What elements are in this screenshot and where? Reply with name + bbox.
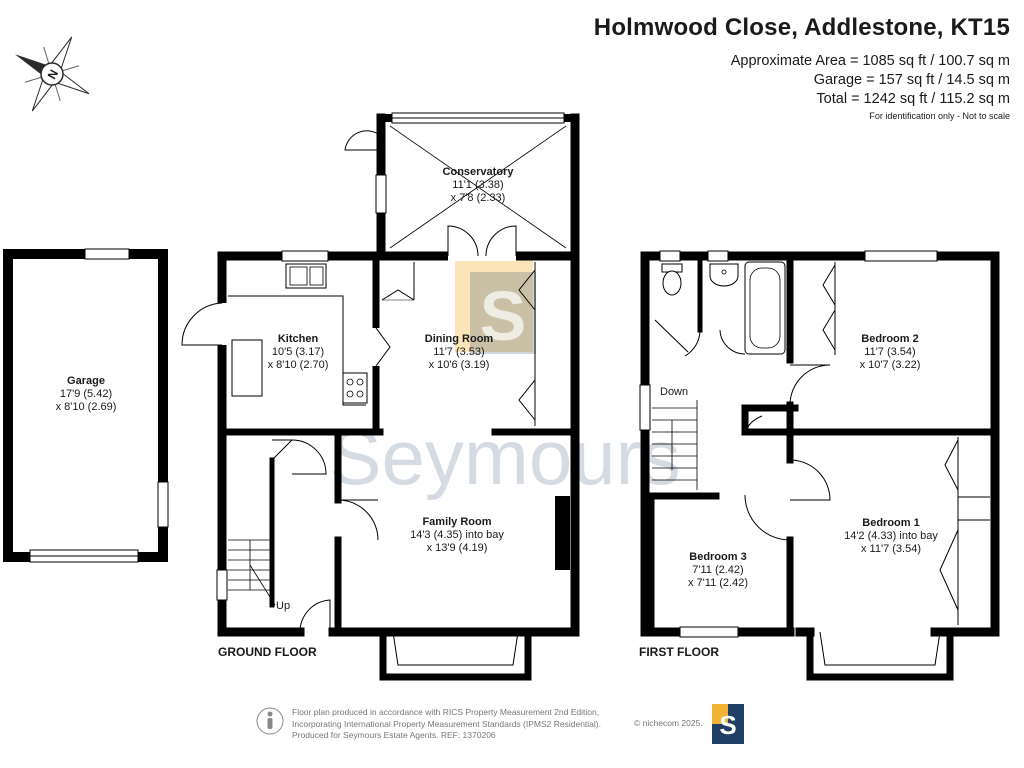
bathroom-window	[707, 250, 729, 262]
compass-center	[40, 62, 64, 86]
footer-copyright: © nichecom 2025.	[634, 718, 703, 728]
room-dining-dim1: 11'7 (3.53)	[433, 346, 484, 358]
room-dining: Dining Room 11'7 (3.53) x 10'6 (3.19)	[425, 333, 494, 371]
room-garage-name: Garage	[67, 375, 105, 387]
room-conservatory-dim2: x 7'8 (2.33)	[451, 192, 506, 204]
room-dining-dim2: x 10'6 (3.19)	[429, 359, 490, 371]
room-conservatory: Conservatory 11'1 (3.38) x 7'8 (2.33)	[443, 166, 515, 204]
room-family: Family Room 14'3 (4.35) into bay x 13'9 …	[410, 516, 504, 554]
kitchen-hob	[342, 372, 368, 404]
garage-area: Garage = 157 sq ft / 14.5 sq m	[813, 72, 1010, 88]
ground-stairs	[228, 539, 276, 606]
seymours-logo: S	[712, 704, 744, 744]
rics-badge-icon	[256, 707, 284, 735]
bedroom1-bay-window	[806, 632, 954, 681]
room-garage-dim2: x 8'10 (2.69)	[56, 401, 117, 413]
ground-floor-walls	[217, 113, 580, 637]
first-floor-label: FIRST FLOOR	[639, 645, 719, 659]
bathroom-door	[719, 329, 746, 355]
stairs-down-label: Down	[660, 386, 688, 398]
ground-floor-label: GROUND FLOOR	[218, 645, 317, 659]
first-floor-walls	[640, 251, 1000, 637]
room-bedroom3-name: Bedroom 3	[689, 551, 746, 563]
room-kitchen-dim1: 10'5 (3.17)	[272, 346, 324, 358]
watermark-text: Seymours	[329, 413, 680, 501]
room-bedroom2: Bedroom 2 11'7 (3.54) x 10'7 (3.22)	[860, 333, 921, 371]
room-bedroom3-dim1: 7'11 (2.42)	[692, 564, 743, 576]
bathtub	[744, 261, 786, 355]
bedroom3-door	[744, 494, 791, 541]
room-kitchen-name: Kitchen	[278, 333, 319, 345]
room-kitchen: Kitchen 10'5 (3.17) x 8'10 (2.70)	[268, 333, 329, 371]
room-dining-name: Dining Room	[425, 333, 494, 345]
room-family-name: Family Room	[422, 516, 491, 528]
room-garage-dim1: 17'9 (5.42)	[60, 388, 112, 400]
room-bedroom3-dim2: x 7'11 (2.42)	[688, 577, 748, 589]
conservatory-side-window	[375, 174, 387, 214]
room-bedroom1-dim2: x 11'7 (3.54)	[861, 543, 921, 555]
room-bedroom1: Bedroom 1 14'2 (4.33) into bay x 11'7 (3…	[844, 517, 938, 555]
watermark-logo-navy	[470, 272, 536, 354]
room-bedroom2-dim2: x 10'7 (3.22)	[860, 359, 921, 371]
garage-window	[84, 248, 130, 260]
room-garage: Garage 17'9 (5.42) x 8'10 (2.69)	[56, 375, 117, 413]
footer-line-2: Incorporating International Property Mea…	[292, 718, 601, 729]
dining-cupboard	[381, 289, 415, 301]
kitchen-worktop	[228, 295, 366, 406]
room-family-dim1: 14'3 (4.35) into bay	[410, 529, 504, 541]
wash-basin	[709, 263, 739, 287]
wc-toilet	[662, 270, 682, 296]
room-bedroom1-dim1: 14'2 (4.33) into bay	[844, 530, 938, 542]
footer-line-1: Floor plan produced in accordance with R…	[292, 707, 600, 717]
wc-door	[684, 329, 701, 357]
hall-window	[216, 569, 228, 601]
dining-folding-door	[518, 269, 536, 311]
kitchen-sink	[285, 263, 327, 289]
bedroom1-wardrobe	[944, 439, 959, 491]
room-bedroom2-name: Bedroom 2	[861, 333, 918, 345]
total-area: Total = 1242 sq ft / 115.2 sq m	[816, 91, 1010, 107]
airing-cupboard-door	[744, 415, 763, 433]
stairs-up-label: Up	[276, 600, 290, 612]
room-bedroom3: Bedroom 3 7'11 (2.42) x 7'11 (2.42)	[688, 551, 748, 589]
bedroom1-door	[789, 459, 831, 501]
dining-side-door	[375, 327, 391, 367]
watermark-logo-gold	[455, 257, 533, 352]
dining-french-doors	[448, 251, 516, 261]
wc-window	[659, 250, 681, 262]
approximate-area: Approximate Area = 1085 sq ft / 100.7 sq…	[730, 53, 1010, 69]
footer-text: Floor plan produced in accordance with R…	[292, 707, 601, 742]
family-bay-window	[379, 632, 532, 681]
front-door	[299, 599, 331, 633]
landing-window	[639, 384, 651, 431]
garage-side-window	[157, 481, 169, 528]
bedroom2-door	[789, 364, 831, 406]
footer-line-3: Produced for Seymours Estate Agents. REF…	[292, 730, 496, 740]
room-conservatory-name: Conservatory	[443, 166, 515, 178]
kitchen-side-door	[217, 303, 227, 345]
room-bedroom1-name: Bedroom 1	[862, 517, 919, 529]
area-summary: Approximate Area = 1085 sq ft / 100.7 sq…	[731, 52, 1010, 109]
hall-door	[291, 439, 327, 475]
kitchen-window	[281, 250, 329, 262]
identification-note: For identification only - Not to scale	[869, 111, 1010, 121]
bedroom2-window	[864, 250, 938, 262]
bedroom3-window	[679, 626, 739, 638]
room-family-dim2: x 13'9 (4.19)	[427, 542, 488, 554]
first-stairs	[652, 400, 698, 490]
seymours-logo-letter: S	[719, 710, 736, 740]
room-conservatory-dim1: 11'1 (3.38)	[452, 179, 503, 191]
property-title: Holmwood Close, Addlestone, KT15	[593, 14, 1010, 41]
room-kitchen-dim2: x 8'10 (2.70)	[268, 359, 329, 371]
room-bedroom2-dim1: 11'7 (3.54)	[864, 346, 915, 358]
fireplace	[555, 496, 570, 570]
bedroom2-wardrobe	[822, 264, 836, 306]
conservatory-door	[344, 130, 382, 151]
